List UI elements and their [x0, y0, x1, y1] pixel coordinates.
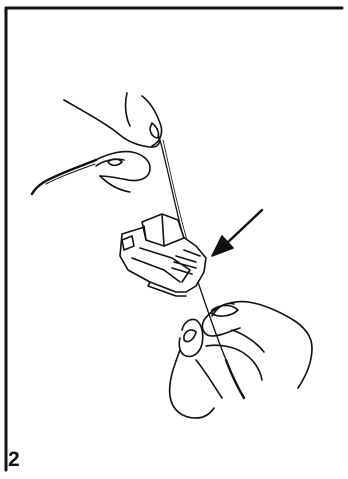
presser-foot-icon — [120, 214, 206, 296]
thread-end-icon — [226, 360, 244, 398]
upper-hand-icon — [64, 93, 162, 192]
lower-hand-icon — [170, 302, 312, 418]
step-number: 2 — [8, 448, 20, 472]
thread-tail-icon — [32, 160, 96, 194]
arrow-icon — [212, 210, 262, 256]
